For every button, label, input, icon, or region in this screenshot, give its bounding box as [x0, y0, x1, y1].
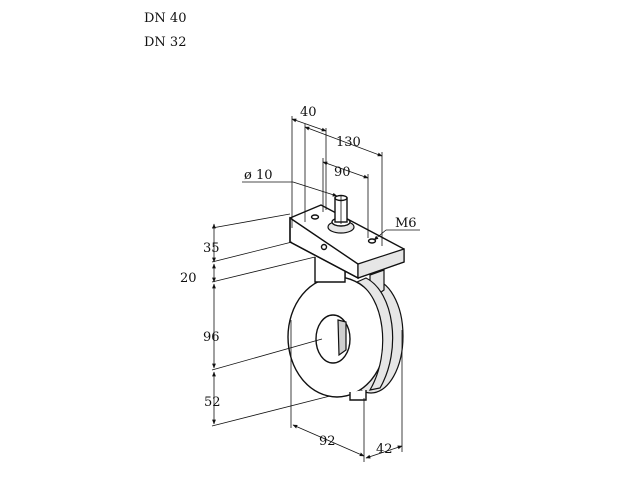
header-dn40: DN 40 [144, 11, 186, 26]
dim-42-label: 42 [376, 442, 393, 457]
dim-m6-label: M6 [395, 216, 417, 231]
dim-20-label: 20 [180, 271, 197, 286]
valve-body [287, 194, 405, 401]
dim-35-label: 35 [203, 241, 220, 256]
dim-dia10-label: ø 10 [244, 168, 273, 183]
dim-90-label: 90 [334, 165, 351, 180]
header-dn32: DN 32 [144, 35, 186, 50]
dim-130-label: 130 [336, 135, 361, 150]
side-hole [320, 243, 328, 251]
m6-hole-left [310, 214, 320, 220]
dimension-lines [211, 116, 420, 462]
dim-96-label: 96 [203, 330, 220, 345]
dim-52-label: 52 [204, 395, 221, 410]
dim-92-label: 92 [319, 434, 336, 449]
dim-40-label: 40 [300, 105, 317, 120]
